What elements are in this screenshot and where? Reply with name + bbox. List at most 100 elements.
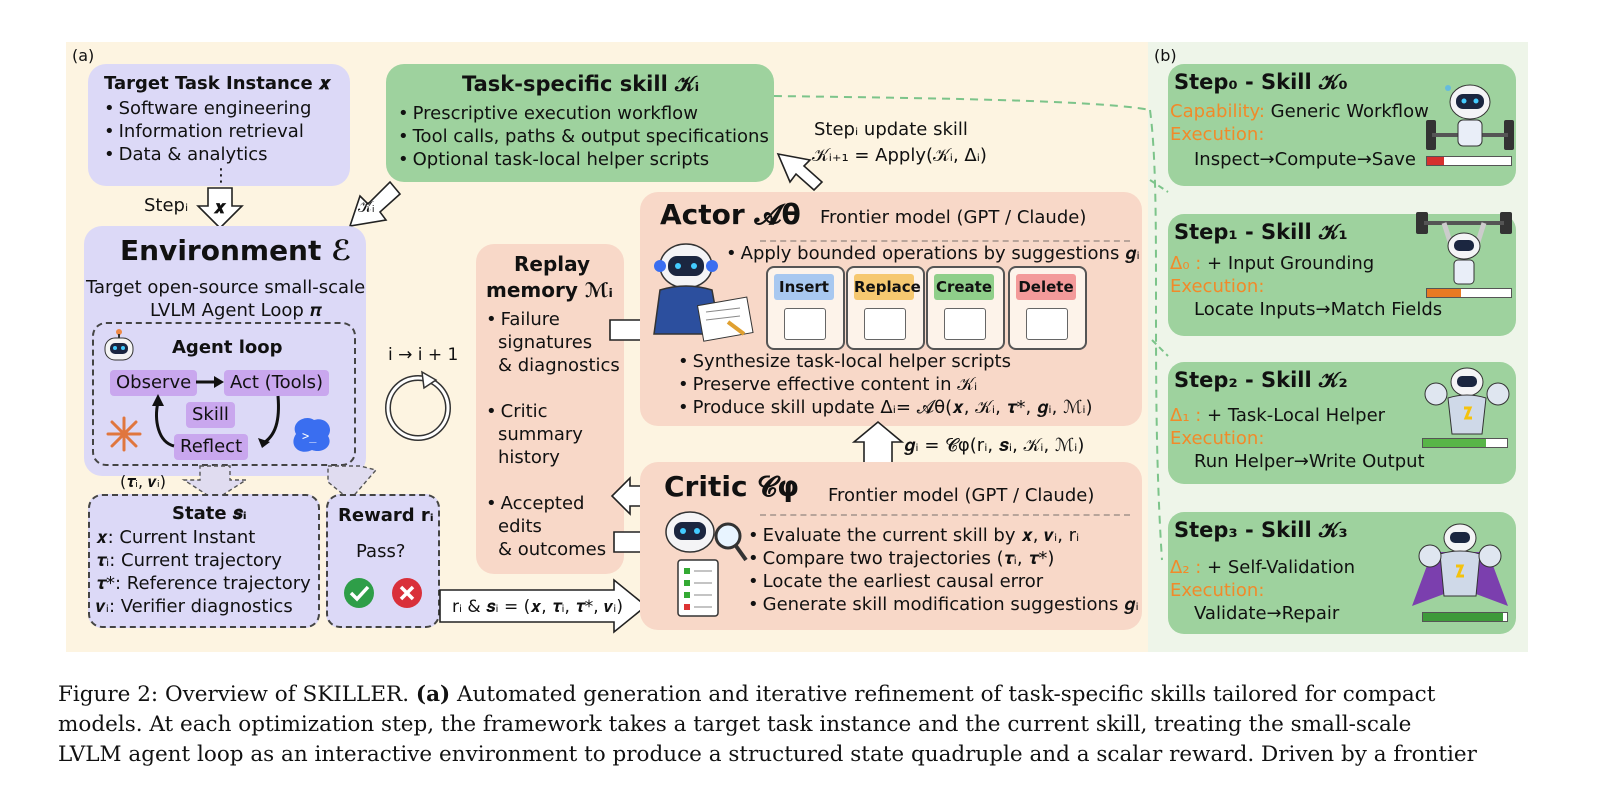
reward-box: Reward rᵢ Pass? bbox=[326, 494, 440, 628]
critic-bullet: •Locate the earliest causal error bbox=[748, 571, 1044, 592]
replay-item-cont: edits bbox=[498, 516, 542, 537]
step-line1: Capability: Generic Workflow bbox=[1170, 101, 1429, 122]
step-exec-label: Execution: bbox=[1170, 428, 1265, 449]
step-exec-label: Execution: bbox=[1170, 276, 1265, 297]
actor-divider bbox=[760, 240, 1130, 242]
replay-item: •Critic bbox=[486, 401, 548, 422]
environment-subtitle: Target open-source small-scale bbox=[86, 277, 366, 298]
replay-memory-box: Replay memory ℳᵢ •Failure signatures & d… bbox=[476, 244, 624, 574]
observe-chip: Observe bbox=[110, 370, 198, 396]
replace-label: Replace bbox=[854, 274, 921, 300]
panel-b-label: (b) bbox=[1154, 46, 1177, 65]
insert-op: Insert bbox=[766, 266, 845, 350]
step-exec-text: Inspect→Compute→Save bbox=[1194, 149, 1416, 170]
figure-caption-line3: LVLM agent loop as an interactive enviro… bbox=[58, 742, 1477, 767]
environment-subtitle: LVLM Agent Loop 𝝅 bbox=[150, 300, 322, 321]
replay-item-cont: summary bbox=[498, 424, 583, 445]
critic-bullet: •Generate skill modification suggestions… bbox=[748, 594, 1139, 615]
insert-icon bbox=[784, 308, 826, 340]
delete-icon bbox=[1026, 308, 1068, 340]
step-line1: Δ₀ : + Input Grounding bbox=[1170, 253, 1375, 274]
actor-model: Frontier model (GPT / Claude) bbox=[820, 207, 1087, 228]
agent-loop-box bbox=[92, 322, 356, 466]
replay-title: Replay bbox=[514, 252, 591, 276]
actor-robot-icon bbox=[653, 243, 754, 342]
delete-label: Delete bbox=[1016, 274, 1076, 300]
critic-robot-icon bbox=[665, 511, 748, 617]
create-op: Create bbox=[926, 266, 1005, 350]
critic-bullet: •Evaluate the current skill by 𝒙, 𝒗ᵢ, rᵢ bbox=[748, 525, 1080, 546]
task-item: •Software engineering bbox=[104, 98, 312, 119]
more-ellipsis: ⋮ bbox=[212, 165, 230, 186]
replay-title: memory ℳᵢ bbox=[486, 278, 613, 302]
g-formula: 𝒈ᵢ = 𝓒φ(rᵢ, 𝒔ᵢ, 𝒦ᵢ, ℳᵢ) bbox=[904, 435, 1085, 456]
environment-title: Environment ℰ bbox=[120, 234, 352, 267]
task-item: •Information retrieval bbox=[104, 121, 304, 142]
task-instance-box: Target Task Instance 𝒙 •Software enginee… bbox=[88, 64, 350, 186]
replay-item: •Accepted bbox=[486, 493, 585, 514]
state-line: 𝝉*: Reference trajectory bbox=[96, 573, 311, 594]
lifting-robot-icon bbox=[1416, 212, 1512, 285]
state-line: 𝒙: Current Instant bbox=[96, 527, 256, 548]
copilot-icon: >_ bbox=[293, 417, 331, 452]
k-arrow bbox=[348, 180, 402, 228]
pass-fail-icons bbox=[344, 578, 422, 608]
loop-arrows bbox=[152, 376, 280, 448]
superhero-robot-icon bbox=[1412, 523, 1508, 606]
skill-item: •Optional task-local helper scripts bbox=[398, 149, 710, 170]
replace-icon bbox=[864, 308, 906, 340]
robot-icon bbox=[104, 329, 134, 361]
k-arrow-label: 𝒦ᵢ bbox=[358, 198, 375, 216]
task-instance-title: Target Task Instance 𝒙 bbox=[104, 73, 331, 94]
state-line: 𝝉ᵢ: Current trajectory bbox=[96, 550, 282, 571]
step-exec-label: Execution: bbox=[1170, 580, 1265, 601]
rs-formula: rᵢ & 𝒔ᵢ = (𝒙, 𝝉ᵢ, 𝝉*, 𝒗ᵢ) bbox=[452, 597, 623, 617]
actor-title: Actor 𝓐θ bbox=[660, 198, 801, 231]
insert-label: Insert bbox=[774, 274, 834, 300]
step-exec-text: Run Helper→Write Output bbox=[1194, 451, 1425, 472]
task-item: •Data & analytics bbox=[104, 144, 268, 165]
skill-chip: Skill bbox=[186, 402, 235, 428]
step-title: Step₁ - Skill 𝒦₁ bbox=[1174, 220, 1348, 244]
weightlifter-robot-icon bbox=[1426, 84, 1514, 150]
step-title: Step₂ - Skill 𝒦₂ bbox=[1174, 368, 1348, 392]
down-arrow-x bbox=[196, 187, 244, 230]
progress-bar bbox=[1422, 438, 1508, 448]
update-line1: Stepᵢ update skill bbox=[814, 119, 968, 140]
figure-caption-line1: Figure 2: Overview of SKILLER. (a) Autom… bbox=[58, 682, 1436, 707]
delete-op: Delete bbox=[1008, 266, 1087, 350]
reflect-chip: Reflect bbox=[174, 434, 249, 460]
reward-title: Reward rᵢ bbox=[338, 505, 434, 526]
actor-bullet: •Synthesize task-local helper scripts bbox=[678, 351, 1011, 372]
replay-item-cont: & outcomes bbox=[498, 539, 607, 560]
claude-icon bbox=[106, 416, 142, 452]
replay-item-cont: signatures bbox=[498, 332, 593, 353]
actor-bullet: •Preserve effective content in 𝒦ᵢ bbox=[678, 374, 978, 395]
step-exec-text: Locate Inputs→Match Fields bbox=[1194, 299, 1443, 320]
cycle-icon bbox=[385, 370, 451, 441]
replay-item: •Failure bbox=[486, 309, 560, 330]
skill-step-connector bbox=[773, 95, 1169, 561]
step-title: Step₀ - Skill 𝒦₀ bbox=[1174, 70, 1348, 94]
step-label: Stepᵢ bbox=[144, 195, 189, 216]
critic-divider bbox=[760, 514, 1130, 516]
replay-item-cont: history bbox=[498, 447, 560, 468]
critic-to-actor-arrow bbox=[851, 420, 905, 465]
svg-text:>_: >_ bbox=[302, 429, 317, 443]
skill-item: •Prescriptive execution workflow bbox=[398, 103, 698, 124]
skill-box: Task-specific skill 𝒦ᵢ •Prescriptive exe… bbox=[386, 64, 774, 182]
progress-bar bbox=[1422, 612, 1508, 622]
progress-bar bbox=[1426, 288, 1512, 298]
env-output-arrows bbox=[181, 465, 378, 501]
critic-model: Frontier model (GPT / Claude) bbox=[828, 485, 1095, 506]
create-icon bbox=[944, 308, 986, 340]
skill-box-title: Task-specific skill 𝒦ᵢ bbox=[462, 72, 700, 96]
step-line1: Δ₂ : + Self-Validation bbox=[1170, 557, 1356, 578]
skill-item: •Tool calls, paths & output specificatio… bbox=[398, 126, 769, 147]
iteration-label: i → i + 1 bbox=[388, 345, 459, 365]
update-arrow bbox=[776, 152, 824, 192]
tau-v-label: (𝝉ᵢ, 𝒗ᵢ) bbox=[120, 472, 166, 491]
replace-op: Replace bbox=[846, 266, 925, 350]
step-exec-text: Validate→Repair bbox=[1194, 603, 1340, 624]
x-arrow-label: 𝒙 bbox=[214, 197, 226, 218]
